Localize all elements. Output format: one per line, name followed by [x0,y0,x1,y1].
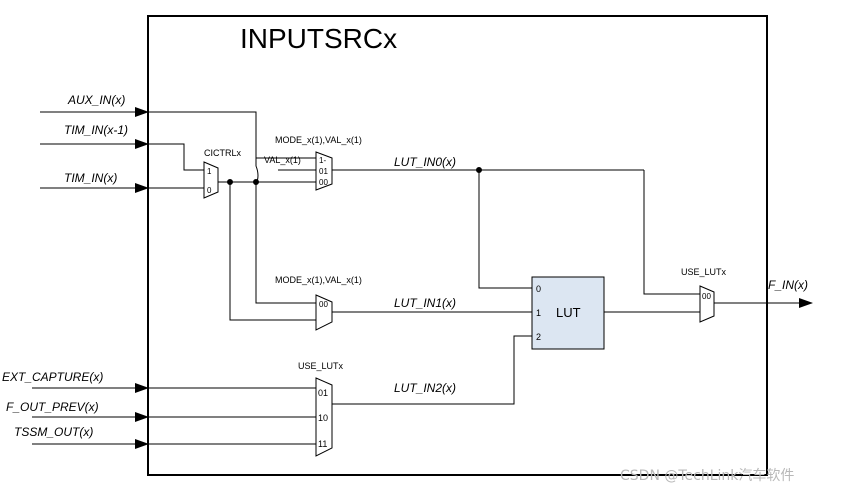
mux2-port-11: 11 [318,439,327,449]
block-title: INPUTSRCx [240,23,397,54]
mux1-port-00: 00 [319,300,328,309]
mux0-port-01: 01 [319,167,328,176]
lut-in1-label: LUT_IN1(x) [394,296,456,310]
mux2-port-01: 01 [318,388,328,398]
mux0-port-00: 00 [319,178,328,187]
f-in-label: F_IN(x) [768,278,808,292]
wire-timprev-to-cictrl [148,143,204,171]
lut-in2-label: LUT_IN2(x) [394,381,456,395]
lut-label: LUT [556,305,581,320]
mux0-val-label: VAL_x(1) [264,155,301,165]
wire-aux-to-mux0 [148,111,259,186]
ext-capture-label: EXT_CAPTURE(x) [2,370,103,384]
aux-in-label: AUX_IN(x) [67,93,125,107]
mux-out-port-00: 00 [702,292,711,301]
lut-port-2: 2 [536,332,541,342]
cictrl-label: CICTRLx [204,148,242,158]
cictrl-port-0: 0 [207,186,212,195]
wires [32,107,813,449]
tim-in-prev-label: TIM_IN(x-1) [64,123,128,137]
mux2-select-label: USE_LUTx [298,361,344,371]
mux2-port-10: 10 [318,413,328,423]
lut-in0-label: LUT_IN0(x) [394,155,456,169]
mux-lut-in2 [315,377,333,457]
lut-port-1: 1 [536,308,541,318]
tssm-out-label: TSSM_OUT(x) [14,425,93,439]
lut-port-0: 0 [536,284,541,294]
lut-block [531,276,605,350]
cictrl-port-1: 1 [207,167,212,176]
wire-lut-in2 [332,335,532,405]
mux0-select-label: MODE_x(1),VAL_x(1) [275,135,362,145]
mux0-port-1: 1- [319,156,326,165]
watermark: CSDN @TechLink汽车软件 [620,467,794,484]
mux-lut-in0 [315,151,333,191]
tim-in-label: TIM_IN(x) [64,171,117,185]
mux-cictrl [203,161,219,199]
mux-out-select-label: USE_LUTx [681,267,727,277]
inputsrc-block [147,15,768,476]
mux-lut-in1 [315,294,333,331]
mux-out [699,285,715,323]
mux1-select-label: MODE_x(1),VAL_x(1) [275,275,362,285]
f-out-prev-label: F_OUT_PREV(x) [6,400,99,414]
